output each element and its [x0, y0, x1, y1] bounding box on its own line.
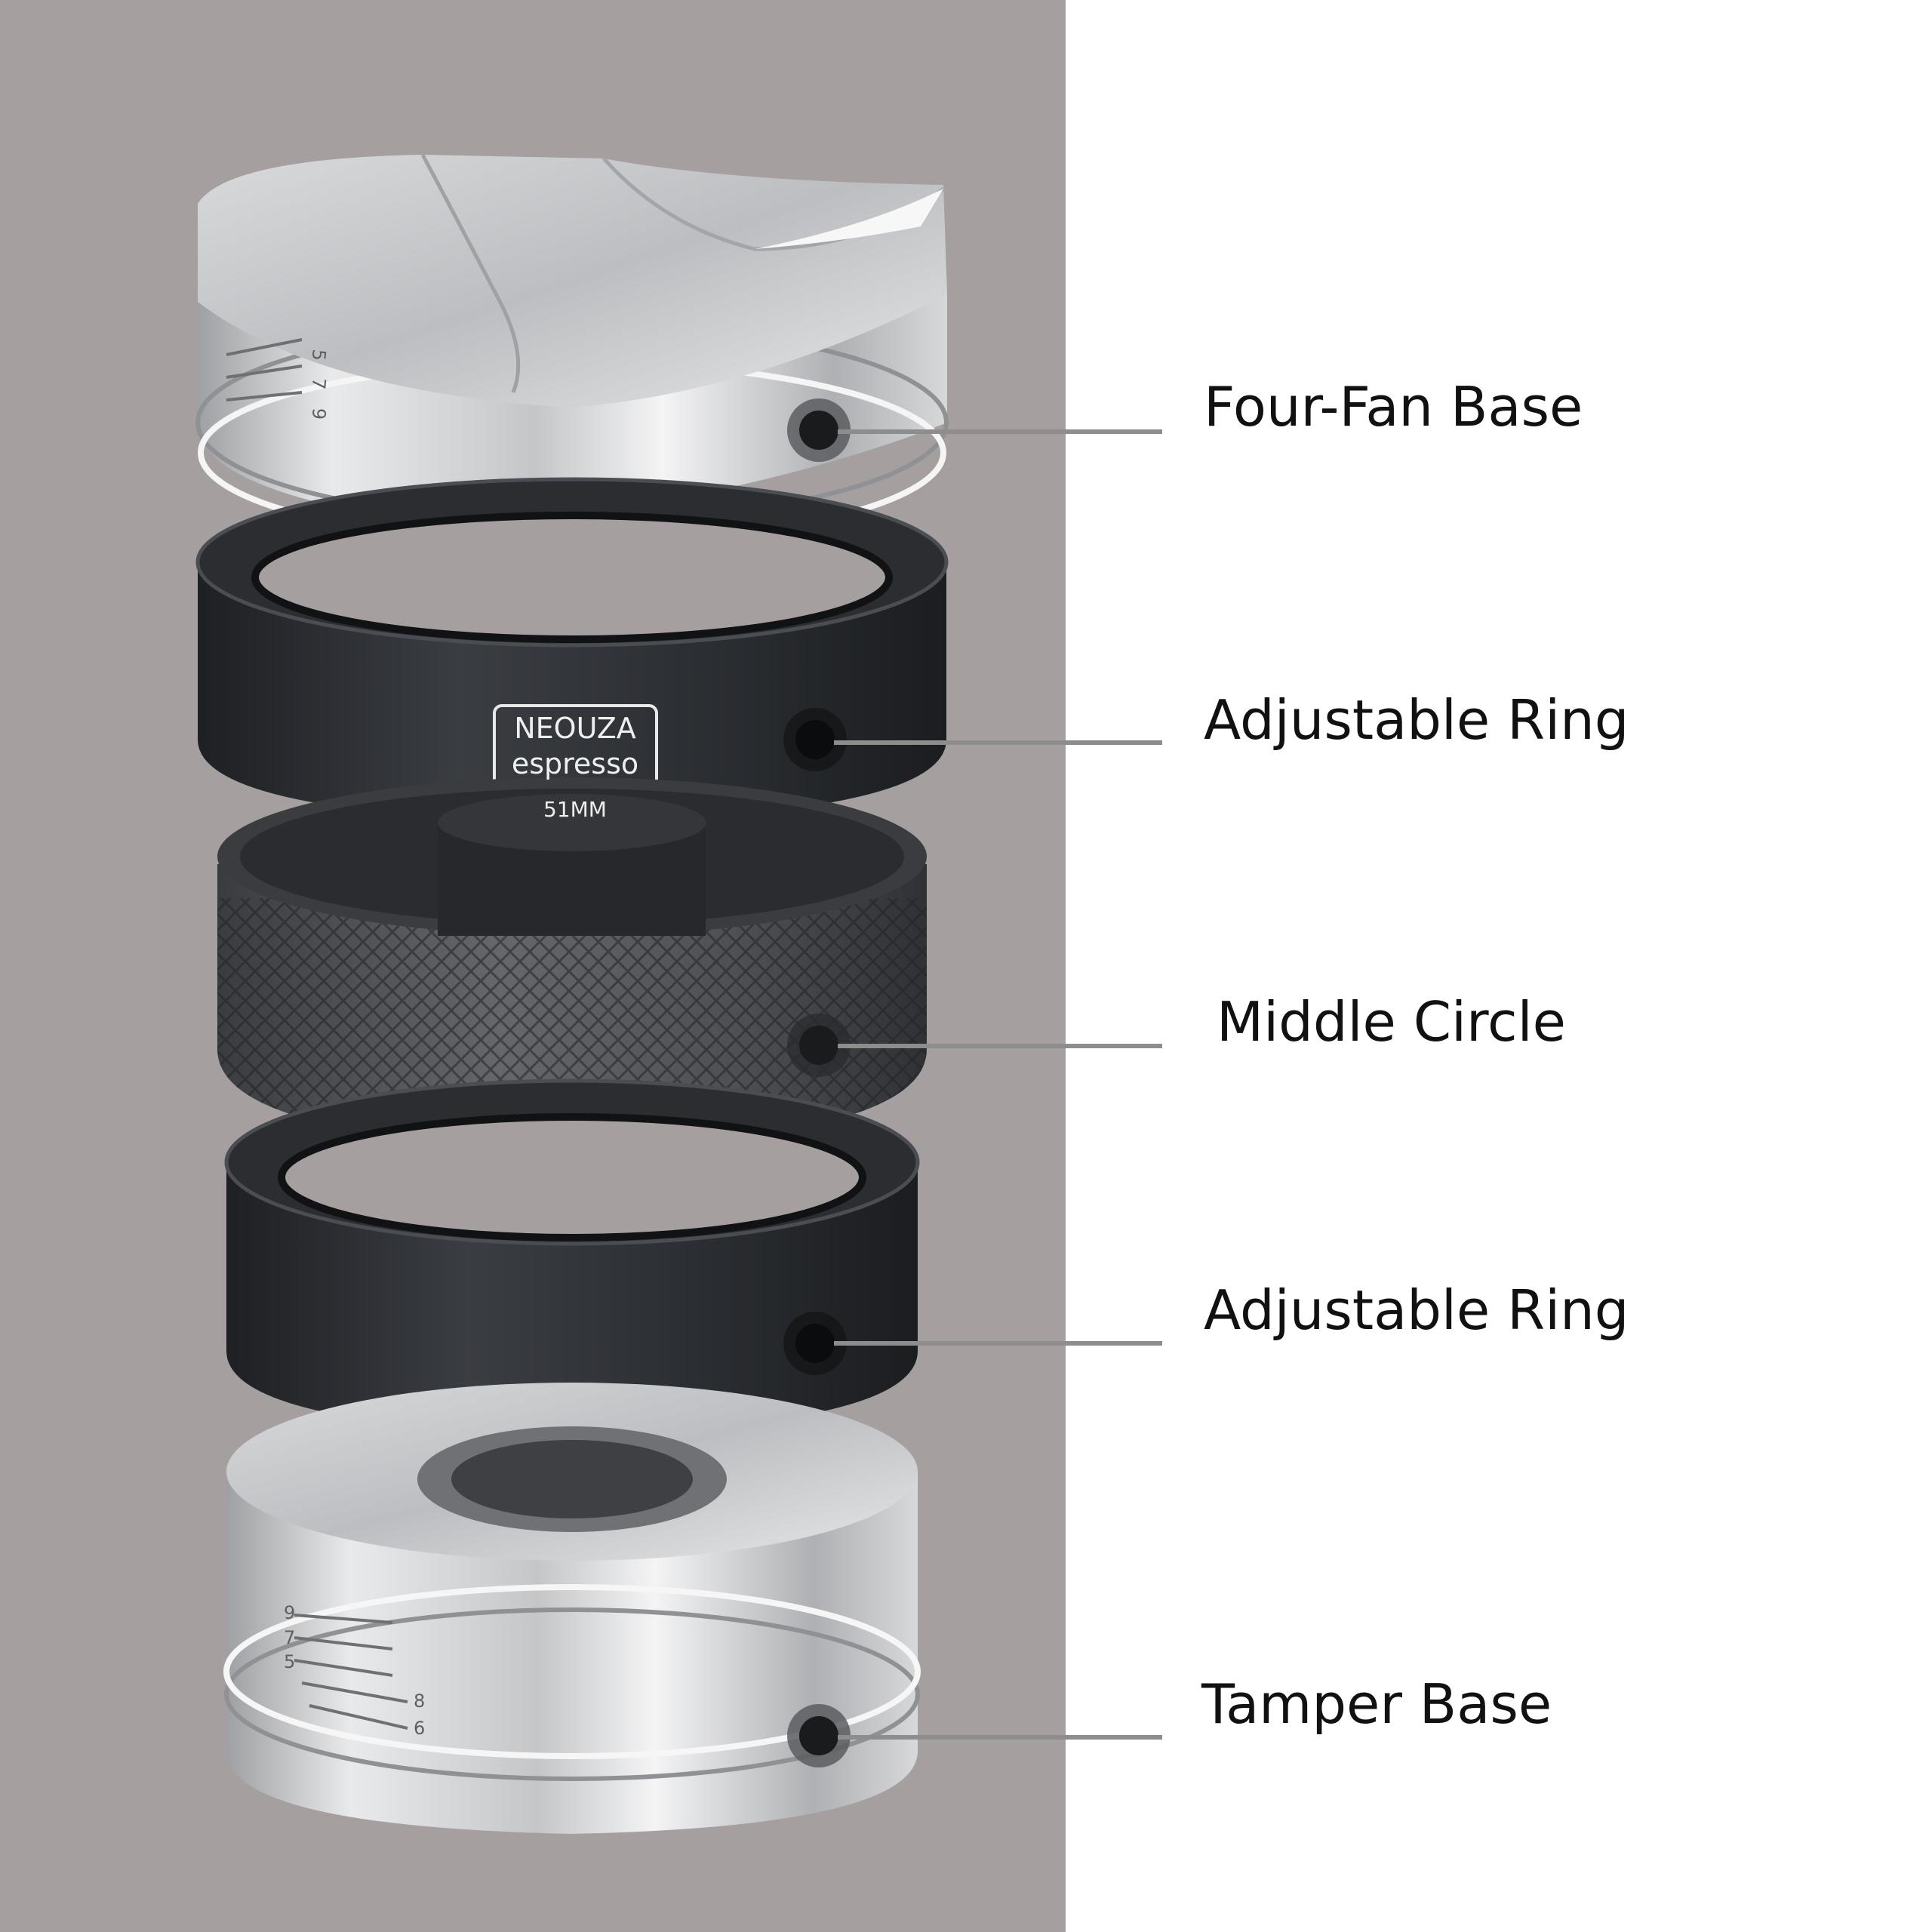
size-marking: 51MM	[543, 797, 607, 822]
top-scale-mark: 5	[308, 348, 330, 361]
bottom-scale-mark: 8	[414, 1690, 425, 1712]
bottom-scale-mark: 9	[284, 1602, 295, 1623]
bottom-scale-mark: 5	[284, 1651, 295, 1672]
bottom-scale-mark: 6	[414, 1718, 425, 1739]
brand-name: NEOUZA	[514, 712, 636, 745]
callout-adjustable-ring-2	[783, 1312, 1162, 1375]
top-scale	[226, 338, 303, 401]
right-backdrop	[1066, 0, 1932, 1932]
label-middle-circle: Middle Circle	[1217, 990, 1566, 1054]
middle-circle-part	[217, 777, 927, 1147]
adjustable-ring-part-1	[195, 477, 949, 823]
bottom-scale	[294, 1614, 408, 1730]
bottom-scale-mark: 7	[284, 1627, 295, 1648]
top-scale-mark: 9	[308, 407, 330, 420]
four-fan-base-part	[195, 153, 949, 546]
label-tamper-base: Tamper Base	[1201, 1672, 1552, 1736]
tamper-base-part	[223, 1383, 921, 1834]
label-four-fan-base: Four-Fan Base	[1204, 375, 1583, 438]
callout-adjustable-ring-1	[783, 708, 1162, 771]
adjustable-ring-part-2	[224, 1078, 920, 1434]
label-adjustable-ring-2: Adjustable Ring	[1204, 1278, 1629, 1342]
label-adjustable-ring-1: Adjustable Ring	[1204, 688, 1629, 752]
top-scale-mark: 7	[308, 377, 330, 390]
callout-tamper-base	[787, 1704, 1162, 1767]
callout-four-fan-base	[787, 398, 1162, 462]
brand-sub: espresso	[512, 747, 638, 780]
callout-middle-circle	[787, 1014, 1162, 1077]
